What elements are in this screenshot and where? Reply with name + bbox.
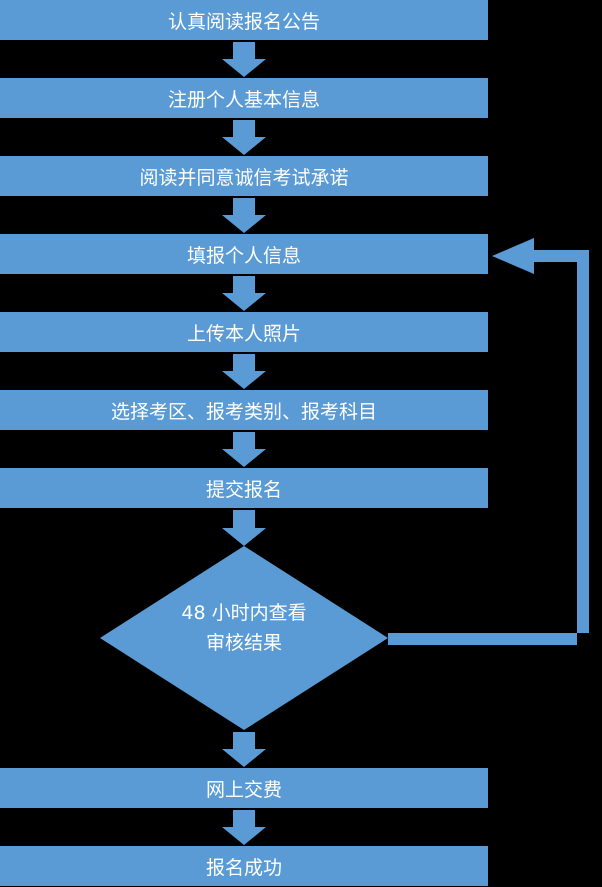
step-label: 阅读并同意诚信考试承诺 (139, 166, 349, 189)
step-read-announcement: 认真阅读报名公告 (0, 0, 488, 40)
step-label: 网上交费 (205, 778, 282, 801)
decision-label: 48 小时内查看 审核结果 (100, 598, 388, 658)
step-label: 报名成功 (205, 856, 282, 879)
step-submit-registration: 提交报名 (0, 468, 488, 508)
down-arrow-2 (222, 120, 266, 155)
step-registration-success: 报名成功 (0, 846, 488, 886)
down-arrow-5 (222, 354, 266, 389)
step-label: 填报个人信息 (186, 244, 301, 267)
decision-diamond (100, 546, 388, 730)
down-arrow-4 (222, 276, 266, 311)
step-label: 认真阅读报名公告 (167, 10, 320, 33)
step-label: 上传本人照片 (186, 322, 301, 345)
decision-line-2: 审核结果 (205, 632, 282, 654)
down-arrow-8 (222, 732, 266, 767)
step-register-basic-info: 注册个人基本信息 (0, 78, 488, 118)
down-arrow-3 (222, 198, 266, 233)
step-fill-personal-info: 填报个人信息 (0, 234, 488, 274)
step-label: 注册个人基本信息 (167, 88, 320, 111)
down-arrow-6 (222, 432, 266, 467)
loop-back-arrow (388, 238, 589, 645)
step-select-exam-options: 选择考区、报考类别、报考科目 (0, 390, 488, 430)
step-label: 选择考区、报考类别、报考科目 (110, 400, 377, 423)
decision-line-1: 48 小时内查看 (181, 602, 307, 624)
down-arrow-9 (222, 810, 266, 845)
step-label: 提交报名 (205, 478, 282, 501)
step-upload-photo: 上传本人照片 (0, 312, 488, 352)
down-arrow-1 (222, 42, 266, 77)
step-online-payment: 网上交费 (0, 768, 488, 808)
step-agree-integrity-pledge: 阅读并同意诚信考试承诺 (0, 156, 488, 196)
down-arrow-7 (222, 510, 266, 546)
